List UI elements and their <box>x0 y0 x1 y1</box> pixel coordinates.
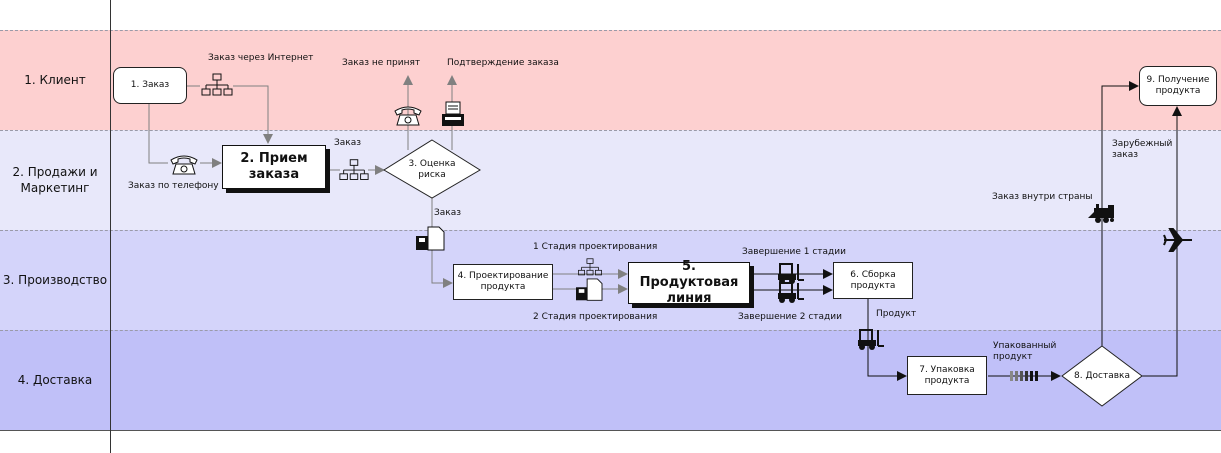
node-receive-order: 2. Прием заказа <box>222 145 326 189</box>
conveyor-icon <box>1010 371 1038 381</box>
network-icon <box>201 73 233 96</box>
train-icon <box>1088 204 1114 223</box>
forklift-icon <box>858 329 884 350</box>
label-internet-order: Заказ через Интернет <box>208 53 314 63</box>
node-assembly: 6. Сборка продукта <box>833 262 913 299</box>
label-product: Продукт <box>876 309 917 319</box>
label-stage2-done: Завершение 2 стадии <box>738 312 842 322</box>
label-stage1-done: Завершение 1 стадии <box>742 247 846 257</box>
lane-label-production: 3. Производство <box>2 273 108 287</box>
fax-icon <box>442 101 464 126</box>
node-order: 1. Заказ <box>113 67 187 104</box>
lane-label-sales: 2. Продажи и Маркетинг <box>12 165 98 195</box>
phone-icon <box>394 106 422 126</box>
label-packed-product: Упакованный продукт <box>993 341 1057 362</box>
lane-separator <box>0 130 1221 131</box>
decision-risk-shape <box>383 139 481 199</box>
decision-delivery-shape <box>1061 345 1143 407</box>
lane-label-client: 1. Клиент <box>24 73 86 87</box>
node-product-line: 5. Продуктовая линия <box>628 259 750 306</box>
node-packing: 7. Упаковка продукта <box>907 356 987 395</box>
network-icon <box>339 159 369 180</box>
label-stage1-design: 1 Стадия проектирования <box>533 242 658 252</box>
label-order-to-design: Заказ <box>434 208 462 218</box>
label-stage2-design: 2 Стадия проектирования <box>533 312 658 322</box>
label-foreign-order: Зарубежный заказ <box>1112 139 1173 160</box>
node-product-design: 4. Проектирование продукта <box>453 264 553 300</box>
label-phone-order: Заказ по телефону <box>128 181 219 191</box>
lane-separator <box>0 330 1221 331</box>
phone-icon <box>170 155 198 175</box>
network-icon <box>578 258 602 276</box>
label-confirmation: Подтверждение заказа <box>447 58 559 68</box>
label-order-to-risk: Заказ <box>334 138 362 148</box>
lane-separator <box>0 430 1221 431</box>
lane-separator <box>0 230 1221 231</box>
lane-sales-band <box>0 130 1221 230</box>
lane-production-band <box>0 230 1221 330</box>
lane-label-delivery: 4. Доставка <box>17 373 93 387</box>
lane-separator <box>0 30 1221 31</box>
forklift-icon <box>778 282 804 303</box>
header-divider <box>110 0 111 453</box>
label-domestic-order: Заказ внутри страны <box>992 192 1093 202</box>
node-receipt: 9. Получение продукта <box>1139 66 1217 106</box>
document-icon <box>576 278 603 301</box>
document-icon <box>416 226 445 251</box>
label-not-accepted: Заказ не принят <box>342 58 421 68</box>
lane-client-band <box>0 30 1221 130</box>
airplane-icon <box>1163 228 1192 252</box>
